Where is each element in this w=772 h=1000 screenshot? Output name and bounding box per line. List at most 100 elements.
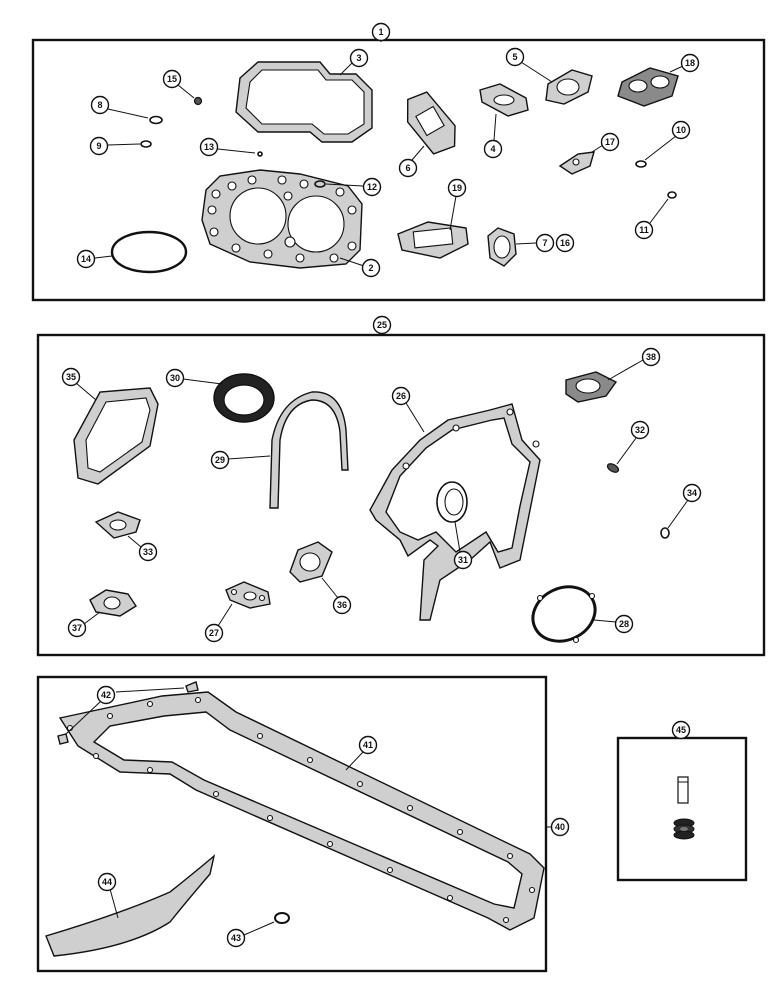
part-32-o-ring — [606, 463, 620, 473]
part-4-flange-gasket — [479, 83, 529, 117]
svg-text:32: 32 — [635, 425, 645, 435]
svg-text:9: 9 — [96, 141, 101, 151]
part-33-gasket — [94, 511, 141, 539]
part-9-washer — [140, 140, 152, 148]
svg-text:26: 26 — [396, 391, 406, 401]
part-15-seal — [193, 96, 203, 106]
callout-31: 31 — [453, 550, 473, 570]
svg-text:19: 19 — [452, 183, 462, 193]
svg-text:2: 2 — [368, 263, 373, 273]
callout-8: 8 — [90, 95, 110, 115]
svg-text:5: 5 — [512, 52, 517, 62]
part-45-spring — [673, 818, 695, 840]
part-26-timing-cover-gasket — [369, 403, 541, 621]
callout-38: 38 — [641, 347, 661, 367]
svg-text:13: 13 — [204, 142, 214, 152]
part-35-adapter-gasket — [73, 387, 159, 485]
svg-text:34: 34 — [687, 488, 697, 498]
svg-text:36: 36 — [337, 600, 347, 610]
part-2-head-gasket — [201, 169, 363, 269]
callout-42: 42 — [96, 685, 116, 705]
callout-14: 14 — [76, 249, 96, 269]
part-29-arch-gasket — [269, 391, 349, 509]
callout-35: 35 — [61, 367, 81, 387]
svg-text:30: 30 — [170, 373, 180, 383]
callout-2: 2 — [361, 258, 381, 278]
svg-text:45: 45 — [676, 725, 686, 735]
kit-frame-25 — [36, 333, 766, 657]
svg-text:3: 3 — [356, 53, 361, 63]
svg-text:35: 35 — [66, 372, 76, 382]
part-45-sleeve — [677, 776, 689, 804]
svg-text:37: 37 — [72, 623, 82, 633]
part-30-oil-seal — [213, 373, 275, 423]
callout-7: 7 — [535, 233, 555, 253]
callout-33: 33 — [138, 542, 158, 562]
svg-text:14: 14 — [81, 254, 91, 264]
svg-text:18: 18 — [685, 58, 695, 68]
part-7-gasket — [487, 227, 517, 267]
part-34-o-ring — [660, 527, 670, 539]
callout-11: 11 — [634, 220, 654, 240]
part-28-round-gasket — [531, 585, 597, 644]
kit-panel-40: 40 41 42 44 43 — [36, 675, 570, 973]
svg-text:28: 28 — [619, 619, 629, 629]
part-19-square-gasket — [397, 221, 469, 259]
callout-45: 45 — [671, 720, 691, 740]
part-10-washer — [635, 160, 647, 168]
part-17-gasket — [558, 151, 595, 175]
svg-text:42: 42 — [101, 690, 111, 700]
callout-26: 26 — [391, 386, 411, 406]
svg-text:16: 16 — [560, 238, 570, 248]
svg-text:31: 31 — [458, 555, 468, 565]
callout-12: 12 — [362, 177, 382, 197]
svg-text:10: 10 — [676, 125, 686, 135]
svg-text:27: 27 — [209, 628, 219, 638]
kit-frame-45 — [616, 736, 748, 882]
svg-text:40: 40 — [555, 822, 565, 832]
svg-text:12: 12 — [367, 182, 377, 192]
part-31-seal — [436, 481, 468, 523]
part-44-rear-seal — [45, 854, 216, 957]
callout-36: 36 — [332, 595, 352, 615]
oil-pan-bolt-holes — [66, 696, 536, 924]
svg-text:8: 8 — [97, 100, 102, 110]
callout-16: 16 — [555, 233, 575, 253]
svg-text:29: 29 — [215, 455, 225, 465]
svg-text:41: 41 — [363, 740, 373, 750]
svg-text:1: 1 — [378, 27, 383, 37]
callout-10: 10 — [671, 120, 691, 140]
part-6-flange-gasket — [406, 91, 456, 155]
part-38-flange-gasket — [565, 371, 618, 403]
callout-25: 25 — [372, 315, 392, 335]
callout-27: 27 — [204, 623, 224, 643]
svg-text:11: 11 — [639, 225, 649, 235]
kit-panel-45: 45 — [616, 720, 748, 882]
callout-1: 1 — [371, 22, 391, 42]
svg-text:4: 4 — [490, 144, 495, 154]
part-36-gasket — [289, 541, 333, 583]
callout-44: 44 — [97, 872, 117, 892]
part-5-flange-gasket — [545, 69, 593, 105]
part-3-valve-cover-gasket — [235, 61, 373, 143]
callout-9: 9 — [89, 136, 109, 156]
part-37-gasket — [89, 589, 137, 617]
callout-43: 43 — [226, 928, 246, 948]
callout-17: 17 — [600, 132, 620, 152]
callout-3: 3 — [349, 48, 369, 68]
callout-41: 41 — [358, 735, 378, 755]
callout-30: 30 — [165, 368, 185, 388]
part-12-washer — [314, 180, 326, 188]
part-43-washer — [274, 912, 290, 924]
svg-text:44: 44 — [102, 877, 112, 887]
part-18-manifold-gasket — [617, 67, 679, 107]
part-8-washer — [149, 115, 163, 125]
callout-29: 29 — [210, 450, 230, 470]
callout-4: 4 — [483, 139, 503, 159]
callout-40: 40 — [550, 817, 570, 837]
kit-panel-25: 25 35 30 29 26 31 — [36, 315, 766, 657]
callout-32: 32 — [630, 420, 650, 440]
callout-15: 15 — [162, 69, 182, 89]
callout-6: 6 — [398, 158, 418, 178]
